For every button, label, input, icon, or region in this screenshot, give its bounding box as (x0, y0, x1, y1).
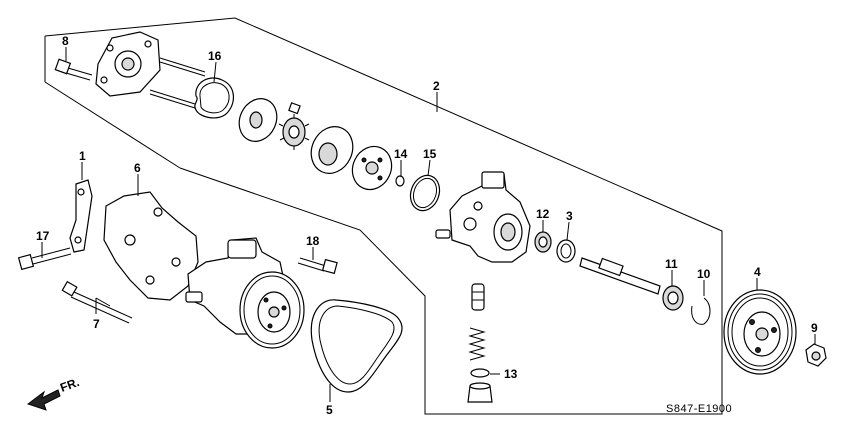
bolt-part-18[interactable] (297, 257, 338, 275)
assembly-pulley[interactable] (239, 271, 305, 349)
callout-2: 2 (433, 79, 440, 93)
callout-17: 17 (36, 229, 50, 243)
callout-11: 11 (665, 257, 678, 271)
snap-ring-part-10[interactable] (691, 297, 711, 325)
front-side-plate[interactable] (345, 140, 398, 196)
seal-ring-part-14[interactable] (395, 175, 405, 187)
cam-ring[interactable] (304, 120, 361, 180)
pump-cover-plate[interactable] (95, 31, 161, 97)
callout-5: 5 (326, 403, 333, 417)
callout-labels: 8 16 2 1 6 14 15 17 18 12 3 11 10 4 9 7 … (36, 34, 818, 417)
front-direction-arrow-icon (26, 389, 61, 411)
diagram-code: S847-E1900 (666, 403, 732, 415)
direction-label: FR. (58, 375, 81, 395)
callout-1: 1 (79, 149, 86, 163)
callout-13: 13 (504, 367, 518, 381)
o-ring-part-15[interactable] (406, 171, 445, 214)
pump-shaft[interactable] (579, 257, 661, 295)
nut-part-9[interactable] (805, 343, 827, 367)
bolt-part-17[interactable] (17, 247, 72, 271)
pump-body[interactable] (435, 171, 531, 263)
callout-leaders (41, 47, 816, 402)
valve-cap[interactable] (467, 382, 493, 403)
o-ring-part-16[interactable] (194, 77, 234, 119)
bearing-part-11[interactable] (662, 285, 684, 311)
rotor[interactable] (278, 114, 310, 150)
oil-seal-part-3[interactable] (556, 239, 576, 263)
mounting-bracket-part-6[interactable] (103, 191, 199, 301)
callout-15: 15 (423, 147, 437, 161)
callout-14: 14 (394, 147, 408, 161)
callout-16: 16 (208, 49, 222, 63)
valve-spring[interactable] (468, 327, 486, 361)
callout-12: 12 (536, 207, 550, 221)
bolt-part-8[interactable] (54, 58, 93, 81)
dowel-pins (149, 57, 206, 109)
vane (288, 102, 301, 115)
kit-outline (44, 17, 723, 415)
callout-7: 7 (93, 317, 100, 331)
callout-4: 4 (754, 265, 761, 279)
bearing-part-12[interactable] (534, 231, 552, 253)
callout-18: 18 (306, 234, 320, 248)
callout-3: 3 (566, 209, 573, 223)
stud-bolt-part-7[interactable] (61, 280, 133, 324)
callout-8: 8 (62, 34, 69, 48)
callout-6: 6 (134, 161, 141, 175)
drive-belt-part-5[interactable] (310, 299, 403, 393)
flow-control-valve[interactable] (471, 283, 485, 311)
o-ring-part-13[interactable] (470, 368, 490, 378)
callout-10: 10 (697, 267, 711, 281)
callout-9: 9 (811, 321, 818, 335)
side-plate[interactable] (232, 92, 283, 147)
pulley-part-4[interactable] (723, 289, 797, 375)
bracket-part-1[interactable] (69, 179, 93, 253)
